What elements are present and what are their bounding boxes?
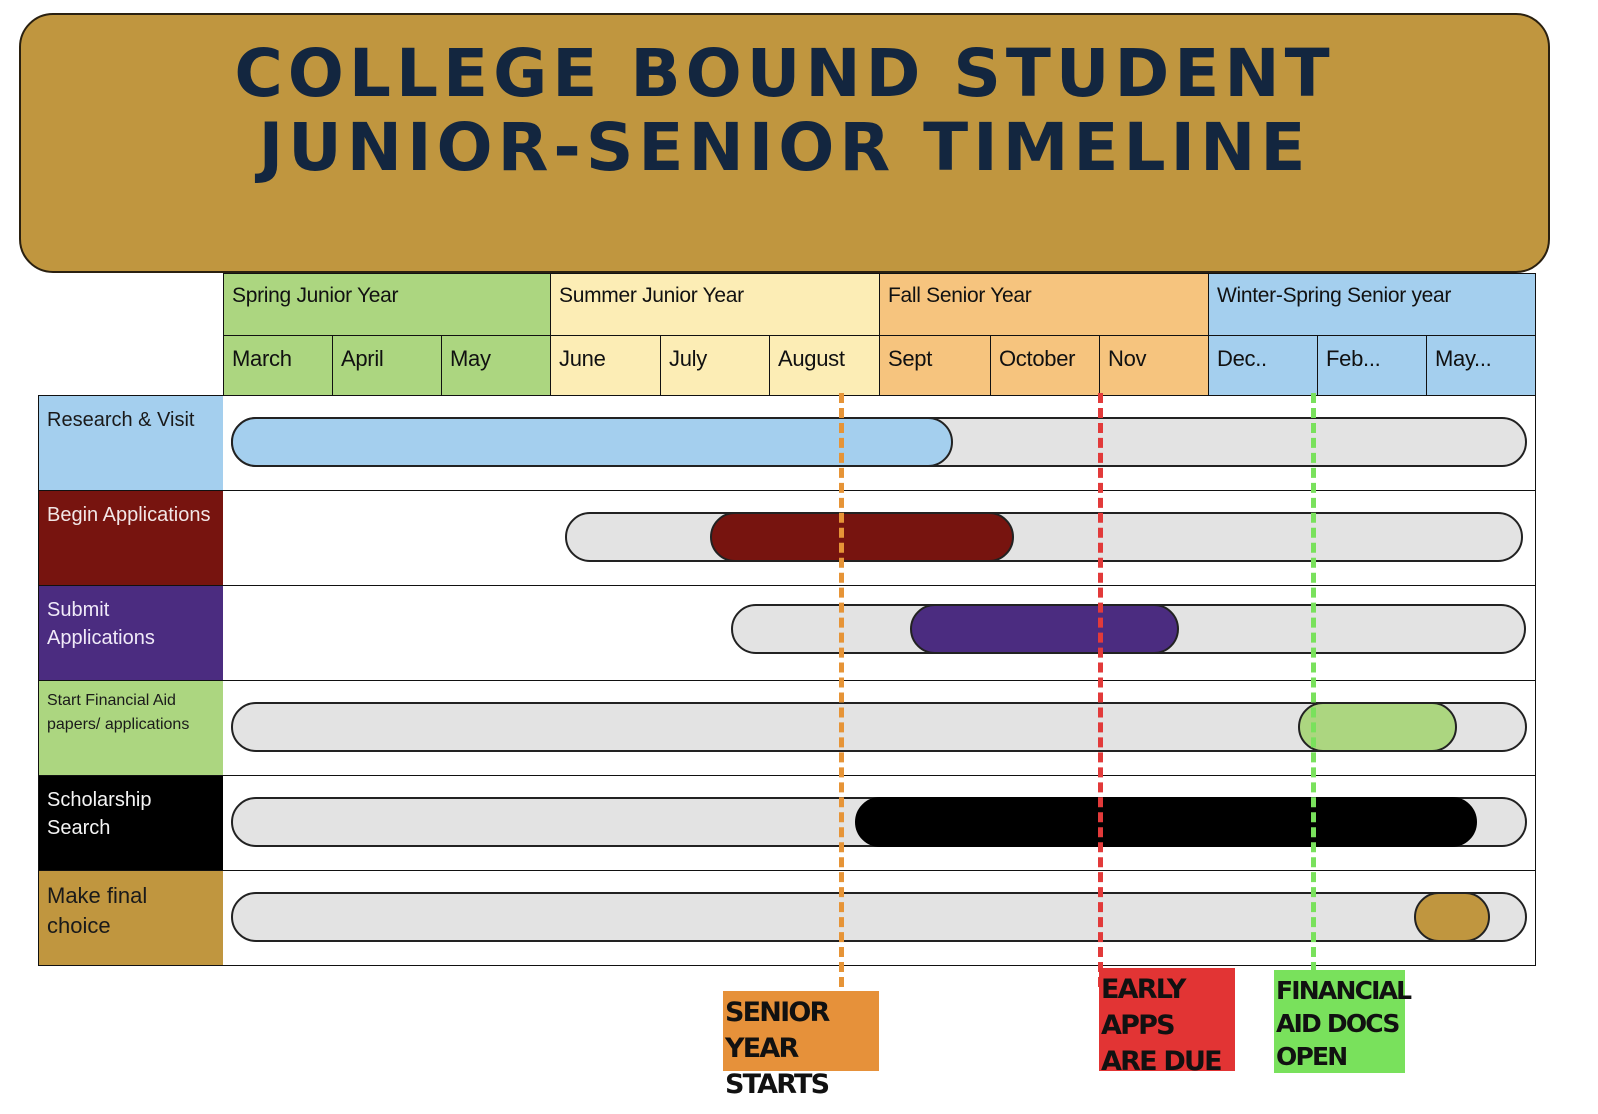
month-may: May: [441, 335, 551, 396]
bar-final-choice: [1414, 892, 1490, 942]
task-label-begin-applications: Begin Applications: [38, 490, 224, 586]
marker-senior-year-starts: [839, 393, 844, 987]
title-banner: College Bound Student Junior-Senior Time…: [19, 13, 1550, 273]
callout-early-apps-due: Early Apps Are Due: [1099, 968, 1235, 1077]
month-august: August: [769, 335, 880, 396]
title-line-2: Junior-Senior Timeline: [258, 109, 1311, 186]
task-label-scholarship-search: Scholarship Search: [38, 775, 224, 871]
marker-financial-aid-open: [1311, 393, 1316, 987]
month-july: July: [660, 335, 770, 396]
callout-senior-year-starts-line2: Starts: [725, 1069, 830, 1100]
callout-financial-aid-open: Financial Aid Docs Open: [1274, 970, 1412, 1073]
marker-early-apps-due: [1098, 393, 1103, 987]
track-final-choice: [231, 892, 1527, 942]
bar-research-visit: [231, 417, 953, 467]
task-label-financial-aid: Start Financial Aid papers/ applications: [38, 680, 224, 776]
callout-financial-aid-open-line1: Financial: [1276, 976, 1412, 1005]
bar-scholarship-search: [855, 797, 1477, 847]
callout-early-apps-due-line1: Early Apps: [1101, 974, 1186, 1041]
task-label-research-visit: Research & Visit: [38, 395, 224, 491]
callout-financial-aid-open-line3: Open: [1276, 1042, 1348, 1071]
title-line-1: College Bound Student: [234, 35, 1335, 112]
month-sept: Sept: [879, 335, 991, 396]
callout-senior-year-starts-line1: Senior Year: [725, 997, 830, 1064]
month-dec: Dec..: [1208, 335, 1318, 396]
month-april: April: [332, 335, 442, 396]
bar-begin-applications: [710, 512, 1014, 562]
month-june: June: [550, 335, 661, 396]
month-nov: Nov: [1099, 335, 1209, 396]
callout-financial-aid-open-line2: Aid Docs: [1276, 1009, 1400, 1038]
month-may-senior: May...: [1426, 335, 1536, 396]
month-feb: Feb...: [1317, 335, 1427, 396]
month-october: October: [990, 335, 1100, 396]
task-label-final-choice: Make final choice: [38, 870, 224, 966]
season-winter-spring-senior: Winter-Spring Senior year: [1208, 273, 1536, 336]
callout-early-apps-due-line2: Are Due: [1101, 1046, 1223, 1077]
season-fall-senior: Fall Senior Year: [879, 273, 1209, 336]
track-begin-applications: [565, 512, 1523, 562]
month-march: March: [223, 335, 333, 396]
task-label-submit-applications: Submit Applications: [38, 585, 224, 681]
season-spring-junior: Spring Junior Year: [223, 273, 551, 336]
bar-submit-applications: [910, 604, 1179, 654]
season-summer-junior: Summer Junior Year: [550, 273, 880, 336]
callout-senior-year-starts: Senior Year Starts: [723, 991, 879, 1100]
bar-financial-aid: [1298, 702, 1457, 752]
